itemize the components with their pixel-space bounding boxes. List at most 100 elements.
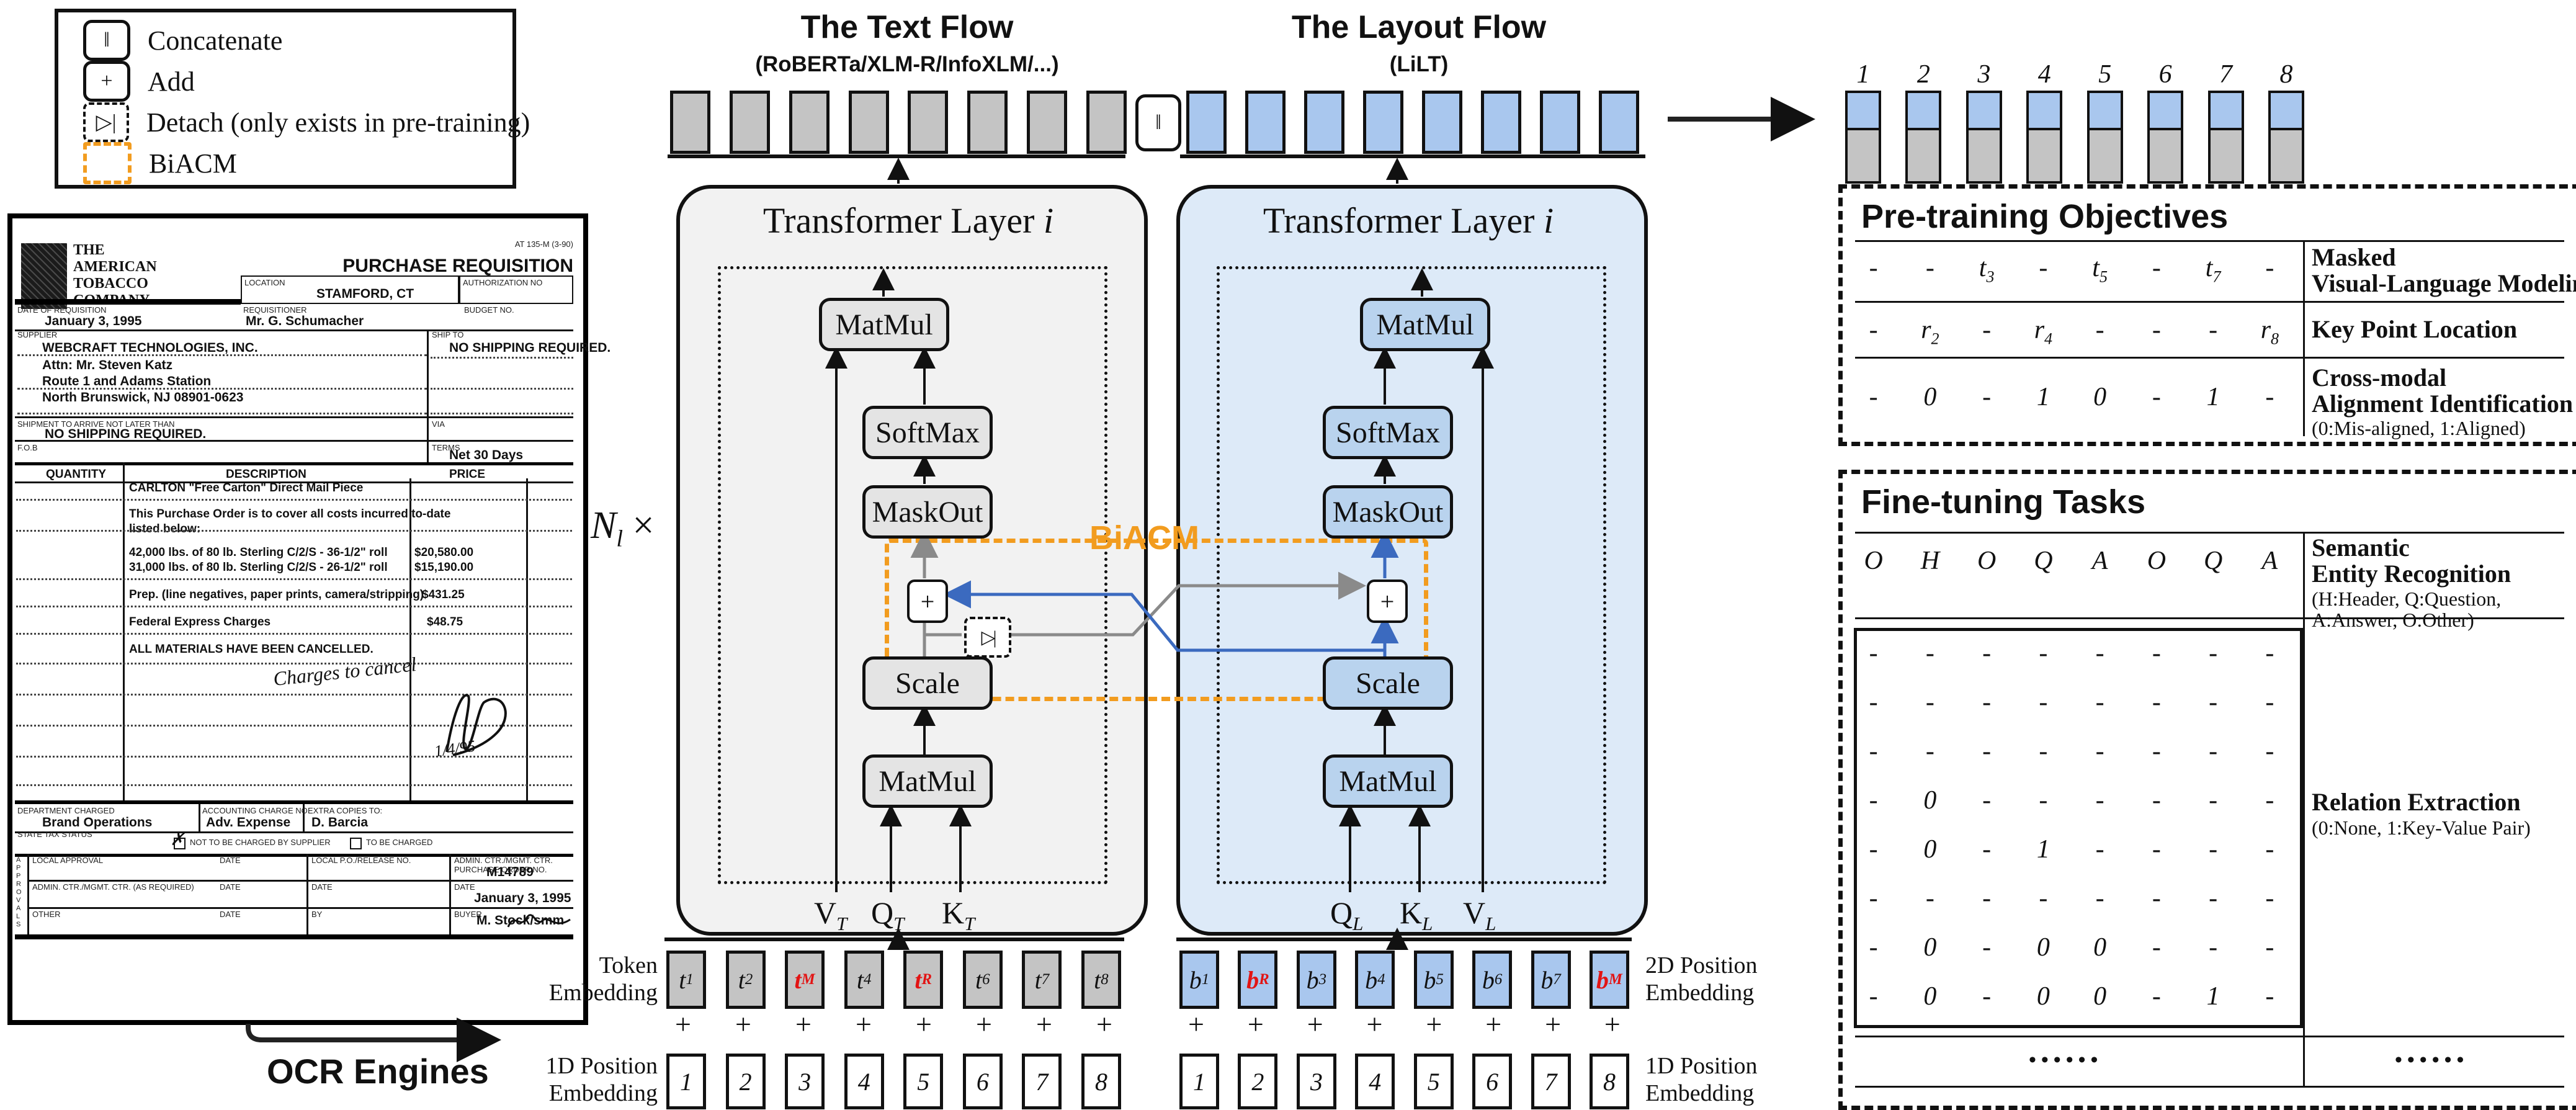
output-layout-part <box>1966 91 2002 130</box>
output-layout-part <box>2026 91 2063 130</box>
title-index: i <box>1043 200 1054 241</box>
shipto-value: NO SHIPPING REQUIRED. <box>449 341 611 355</box>
position-box: 3 <box>785 1054 825 1109</box>
ser-cell: A <box>2261 547 2278 575</box>
plus-icon: + <box>675 1008 691 1040</box>
text-transformer-title: Transformer Layer i <box>722 200 1094 241</box>
output-text-part <box>2207 130 2244 184</box>
legend-row-concatenate: ‖ Concatenate <box>83 20 282 61</box>
authorization-label: AUTHORIZATION NO <box>463 278 543 287</box>
cai-cell: 0 <box>2093 383 2107 411</box>
matrix-cell: - <box>2152 835 2161 864</box>
rule <box>1855 357 2564 359</box>
matrix-cell: - <box>2152 639 2161 668</box>
matrix-cell: - <box>1925 737 1934 766</box>
rule <box>1855 301 2564 303</box>
tax-row: STATE TAX STATUS ✗ NOT TO BE CHARGED BY … <box>15 828 573 857</box>
dotted-line <box>16 694 572 696</box>
matrix-cell: - <box>2039 786 2048 815</box>
relation-extraction-note: (0:None, 1:Key-Value Pair) <box>2312 817 2531 839</box>
via-label: VIA <box>432 419 445 429</box>
legend-box: ‖ Concatenate + Add ▷| Detach (only exis… <box>55 9 530 189</box>
matrix-cell: - <box>2095 639 2104 668</box>
layout-hidden-block <box>1599 91 1639 154</box>
dotted-line <box>17 354 427 356</box>
legend-label: Detach (only exists in pre-training) <box>146 107 530 138</box>
mvlm-cell: - <box>2265 254 2274 282</box>
text-hidden-block <box>789 91 830 154</box>
item-line: 42,000 lbs. of 80 lb. Sterling C/2/S - 3… <box>129 546 388 559</box>
matrix-cell: 0 <box>2093 933 2107 962</box>
dotted-line <box>16 578 572 580</box>
title-text: Transformer Layer <box>1263 200 1544 241</box>
cell-divider <box>449 854 451 934</box>
cai-cell: - <box>1869 383 1878 411</box>
concatenate-icon: ‖ <box>83 20 130 61</box>
kpl-label: Key Point Location <box>2312 315 2518 343</box>
text-hidden-block <box>670 91 710 154</box>
fused-output-column: 1 <box>1845 60 1881 184</box>
date-cell-label: DATE <box>220 856 241 865</box>
fused-output-column: 4 <box>2026 60 2063 184</box>
item-price: $431.25 <box>422 588 465 601</box>
buyer-signature-scribble <box>507 914 571 928</box>
admin-label: ADMIN. CTR./MGMT. CTR. (AS REQUIRED) <box>32 882 194 892</box>
mvlm-cell: - <box>1869 254 1878 282</box>
position-box: 7 <box>1531 1054 1571 1109</box>
cai-cell: 1 <box>2036 383 2050 411</box>
company-logo <box>21 243 67 309</box>
ser-cell: O <box>2147 547 2167 575</box>
ellipsis-right: •••••• <box>2395 1049 2469 1072</box>
dotted-line <box>16 725 572 727</box>
cell-divider <box>303 804 305 831</box>
layout-hidden-block <box>1186 91 1227 154</box>
doc-form-number: AT 135-M (3-90) <box>514 239 573 249</box>
cai-note: (0:Mis-aligned, 1:Aligned) <box>2312 417 2526 439</box>
rule-vertical <box>2303 532 2305 1087</box>
position-box: 6 <box>962 1054 1003 1109</box>
text-scale: Scale <box>862 656 993 710</box>
layout-hidden-states-row <box>1186 91 1639 154</box>
rule-vertical <box>2303 240 2305 436</box>
layout-matmul-bottom: MatMul <box>1323 754 1453 808</box>
scanned-document: AT 135-M (3-90) THE AMERICAN TOBACCO COM… <box>7 213 610 1025</box>
arrive-value: NO SHIPPING REQUIRED. <box>45 427 207 441</box>
kpl-cell: r8 <box>2260 316 2279 348</box>
buyer-value: M. Stock/smm <box>476 913 565 928</box>
date-label: DATE OF REQUISITION <box>17 305 107 315</box>
table-divider <box>409 478 411 800</box>
scribble-path <box>445 694 507 756</box>
text-add-box: + <box>907 580 948 623</box>
plus-icon: + <box>1366 1008 1383 1040</box>
position-box: 2 <box>1238 1054 1278 1109</box>
price-header: PRICE <box>449 468 486 481</box>
text-detach-box: ▷| <box>964 617 1011 658</box>
kpl-cell: - <box>1869 316 1878 344</box>
output-layout-part <box>2086 91 2123 130</box>
ser-cell: O <box>1864 547 1883 575</box>
fused-output-column: 8 <box>2268 60 2304 184</box>
matrix-cell: - <box>1982 982 1992 1011</box>
supplier-line: Route 1 and Adams Station <box>42 374 212 388</box>
cai-cell: - <box>1982 383 1992 411</box>
fused-output-column: 3 <box>1966 60 2002 184</box>
output-layout-part <box>2268 91 2304 130</box>
output-index: 1 <box>1856 60 1870 89</box>
matrix-cell: - <box>1869 835 1878 864</box>
matrix-cell: - <box>2152 884 2161 913</box>
doc-title: PURCHASE REQUISITION <box>342 256 573 276</box>
layout-hidden-block <box>1422 91 1462 154</box>
matrix-cell: - <box>2152 982 2161 1011</box>
plus-icon: + <box>916 1008 932 1040</box>
position-box: 1 <box>666 1054 706 1109</box>
